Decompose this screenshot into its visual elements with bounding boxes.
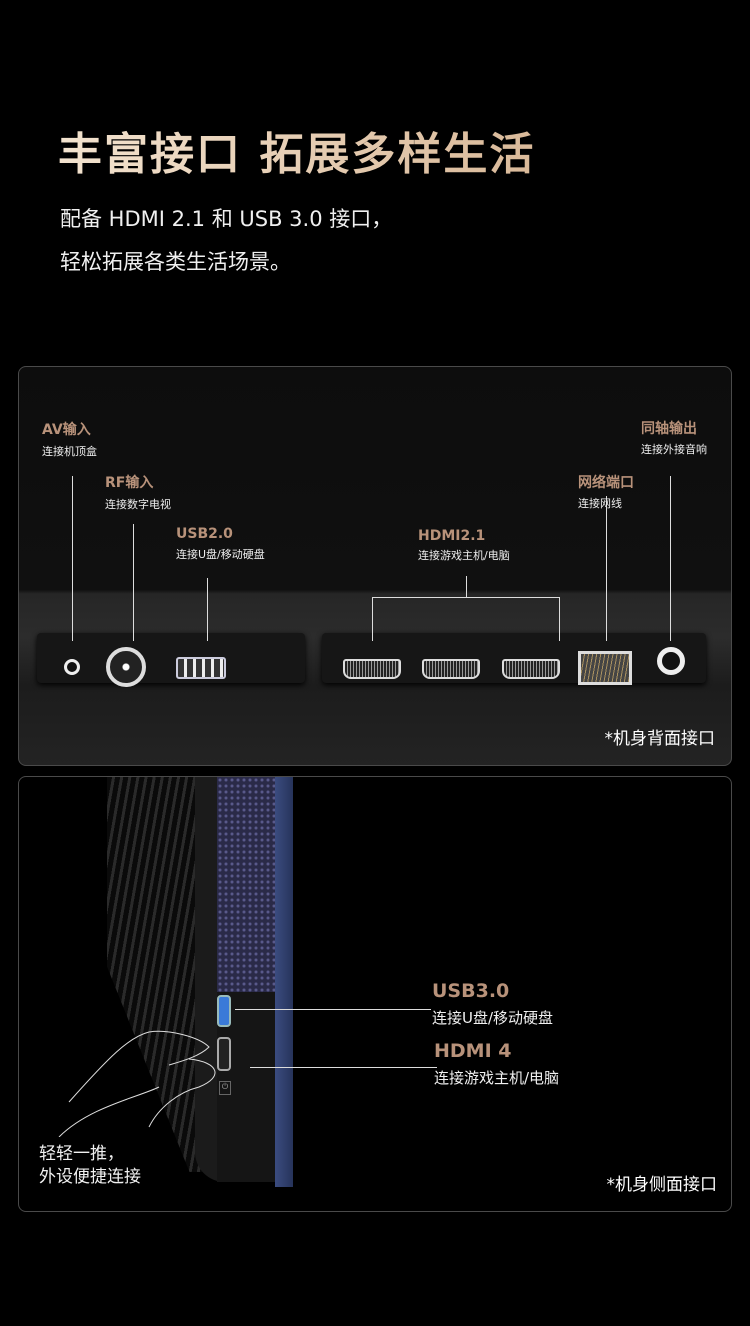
port-desc: 连接U盘/移动硬盘 [176,548,265,561]
port-label-coaxial: 同轴输出连接外接音响 [641,418,707,457]
port-name: USB3.0 [432,980,510,1002]
usb2-leader-line [207,578,208,641]
port-label-usb3: USB3.0 连接U盘/移动硬盘 [432,980,553,1028]
port-desc: 连接机顶盒 [42,445,97,458]
port-name: HDMI2.1 [418,528,486,544]
port-name: 网络端口 [578,475,634,491]
port-name: HDMI 4 [434,1040,512,1062]
hdmi-bracket [372,597,560,598]
port-name: RF输入 [105,475,154,491]
hdmi-leader-line [466,576,467,597]
port-name: AV输入 [42,422,91,438]
subtitle-line-2: 轻松拓展各类生活场景。 [60,250,291,274]
coaxial-leader-line [670,476,671,641]
port-desc: 连接数字电视 [105,498,171,511]
rf-leader-line [133,524,134,641]
port-desc: 连接网线 [578,497,622,510]
av-leader-line [72,476,73,641]
port-desc: 连接U盘/移动硬盘 [432,1009,554,1027]
port-name: USB2.0 [176,526,233,542]
av-port [64,659,80,675]
vent-grille [217,777,275,992]
hdmi-port-1 [343,659,401,679]
hdmi-bracket-left [372,597,373,641]
usb3-leader-line [235,1009,431,1010]
hdmi4-port [217,1037,231,1071]
side-caption: *机身侧面接口 [606,1175,718,1195]
hint-line-2: 外设便捷连接 [39,1167,141,1187]
port-desc: 连接游戏主机/电脑 [418,549,510,562]
port-strip-left [37,633,305,683]
back-ports-panel: AV输入连接机顶盒 RF输入连接数字电视 USB2.0 连接U盘/移动硬盘 HDM… [18,366,732,766]
coaxial-port [657,647,685,675]
hdmi-port-3 [502,659,560,679]
usb2-port [176,657,226,679]
tv-blue-edge [275,777,293,1187]
port-label-usb2: USB2.0 连接U盘/移动硬盘 [176,526,265,562]
page-title: 丰富接口 拓展多样生活 [58,118,535,182]
subtitle-line-1: 配备 HDMI 2.1 和 USB 3.0 接口， [60,207,393,231]
port-desc: 连接外接音响 [641,443,707,456]
port-label-hdmi4: HDMI 4 连接游戏主机/电脑 [434,1040,559,1088]
hand-line-drawing [58,1030,216,1137]
hdmi-bracket-right [559,597,560,641]
hint-line-1: 轻轻一推， [39,1144,124,1164]
port-label-rf: RF输入连接数字电视 [105,472,171,512]
port-label-av: AV输入连接机顶盒 [42,419,97,459]
port-desc: 连接游戏主机/电脑 [434,1069,560,1087]
usb3-port [217,995,231,1027]
power-button: ⏻ [219,1081,231,1095]
back-caption: *机身背面接口 [604,729,716,749]
rf-port [106,647,146,687]
hdmi4-leader-line [250,1067,437,1068]
port-name: 同轴输出 [641,421,697,437]
ethernet-port [578,651,632,685]
ethernet-leader-line [606,496,607,641]
hdmi-port-2 [422,659,480,679]
port-label-ethernet: 网络端口连接网线 [578,472,634,511]
port-label-hdmi: HDMI2.1 连接游戏主机/电脑 [418,528,510,563]
